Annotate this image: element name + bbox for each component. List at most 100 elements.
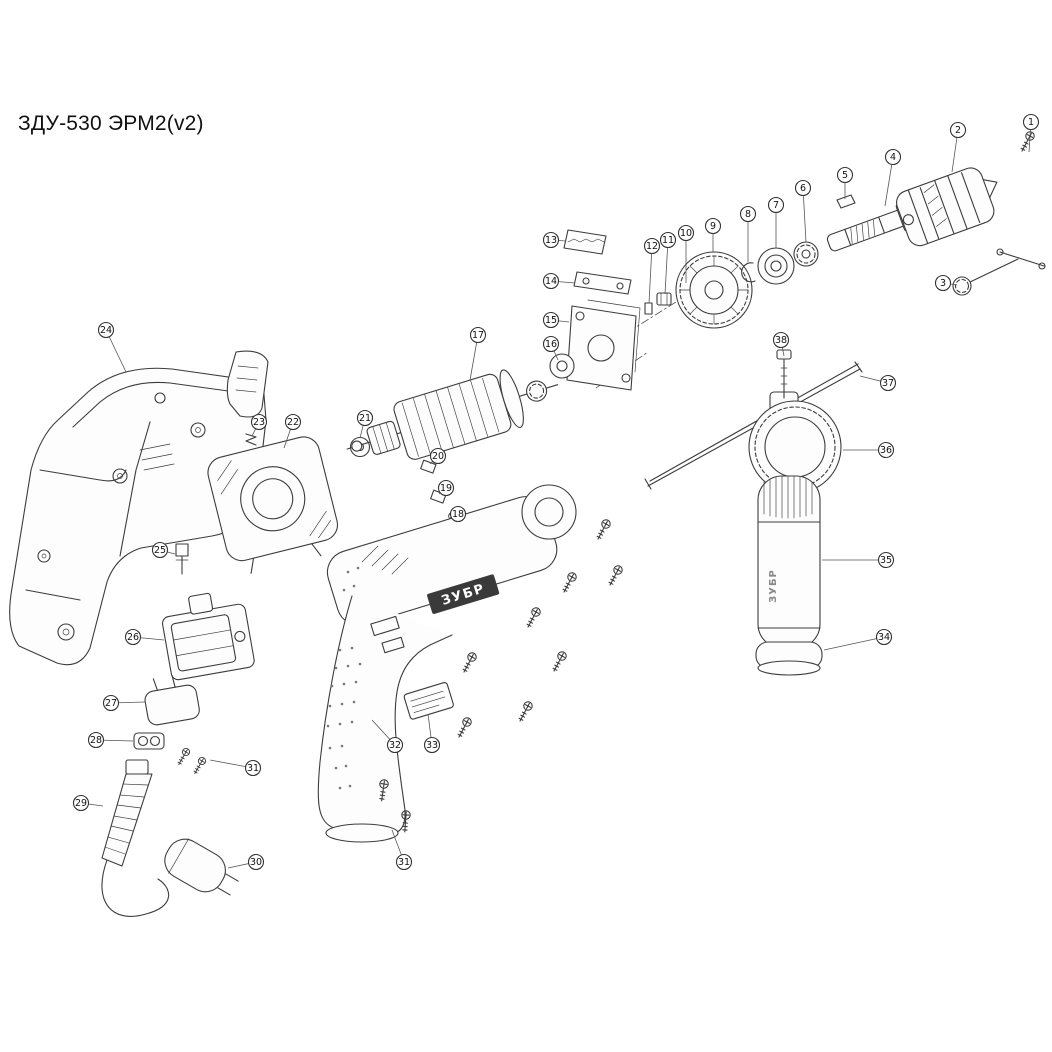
grip-texture-dots <box>326 566 362 790</box>
cord-guard <box>101 759 153 867</box>
grip-base <box>325 823 399 843</box>
callout-14: 14 <box>542 272 560 290</box>
chuck-screw <box>1017 129 1037 154</box>
page-title: ЗДУ-530 ЭРМ2(v2) <box>18 112 204 135</box>
callout-35: 35 <box>877 551 895 569</box>
svg-text:30: 30 <box>250 857 262 868</box>
callout-25: 25 <box>151 541 169 559</box>
svg-text:17: 17 <box>472 330 484 341</box>
main-gear-9 <box>675 251 753 329</box>
svg-text:6: 6 <box>800 183 806 194</box>
svg-text:18: 18 <box>452 509 464 520</box>
callout-32: 32 <box>386 736 404 754</box>
callout-27: 27 <box>102 694 120 712</box>
screw <box>523 605 543 630</box>
callout-11: 11 <box>659 231 677 249</box>
screw <box>559 570 579 595</box>
callout-29: 29 <box>72 794 90 812</box>
cable-clamp <box>133 732 165 750</box>
svg-text:14: 14 <box>545 276 557 287</box>
callout-leader-4 <box>884 156 894 207</box>
callout-22: 22 <box>284 413 302 431</box>
washer-16 <box>549 353 575 379</box>
bearing-7 <box>757 247 795 285</box>
callout-12: 12 <box>643 237 661 255</box>
callout-leader-6 <box>802 187 807 243</box>
svg-text:13: 13 <box>545 235 557 246</box>
callout-1: 1 <box>1022 113 1040 131</box>
brush-holder <box>175 543 189 575</box>
callout-leader-11 <box>664 239 669 295</box>
callout-7: 7 <box>767 196 785 214</box>
svg-text:37: 37 <box>882 378 894 389</box>
pin-12 <box>644 302 653 315</box>
armature-rotor <box>346 369 559 460</box>
stator <box>207 436 339 574</box>
callout-9: 9 <box>704 217 722 235</box>
callout-38: 38 <box>772 331 790 349</box>
svg-text:33: 33 <box>426 740 438 751</box>
svg-text:16: 16 <box>545 339 557 350</box>
svg-text:21: 21 <box>359 413 371 424</box>
spring-plate <box>573 271 632 295</box>
callout-37: 37 <box>879 374 897 392</box>
callout-34: 34 <box>875 628 893 646</box>
svg-text:15: 15 <box>545 315 557 326</box>
gear-case-bracket <box>566 299 641 391</box>
callout-19: 19 <box>437 479 455 497</box>
callout-15: 15 <box>542 311 560 329</box>
screw <box>593 517 613 542</box>
svg-text:20: 20 <box>432 451 444 462</box>
svg-text:24: 24 <box>100 325 112 336</box>
pistol-grip <box>317 595 453 834</box>
callout-31: 31 <box>395 853 413 871</box>
nameplate <box>403 681 454 720</box>
callout-20: 20 <box>429 447 447 465</box>
svg-text:35: 35 <box>880 555 892 566</box>
nut-11 <box>656 292 672 306</box>
svg-text:26: 26 <box>127 632 139 643</box>
screw <box>515 699 535 724</box>
callout-4: 4 <box>884 148 902 166</box>
callout-16: 16 <box>542 335 560 353</box>
svg-text:31: 31 <box>398 857 410 868</box>
svg-text:2: 2 <box>955 125 961 136</box>
svg-text:8: 8 <box>745 209 751 220</box>
ratchet-plate <box>563 229 607 255</box>
center-axis-lines <box>595 301 677 389</box>
callout-leader-34 <box>823 636 885 651</box>
svg-text:9: 9 <box>710 221 716 232</box>
gear-train <box>644 241 819 329</box>
callout-26: 26 <box>124 628 142 646</box>
svg-text:29: 29 <box>75 798 87 809</box>
callout-28: 28 <box>87 731 105 749</box>
handle-brand-label: ЗУБР <box>768 569 779 603</box>
svg-text:23: 23 <box>253 417 265 428</box>
svg-text:36: 36 <box>880 445 892 456</box>
svg-text:38: 38 <box>775 335 787 346</box>
svg-text:11: 11 <box>662 235 674 246</box>
circlip-8 <box>741 262 756 283</box>
svg-text:32: 32 <box>389 740 401 751</box>
switch <box>161 592 255 681</box>
callout-24: 24 <box>97 321 115 339</box>
screw <box>549 649 569 674</box>
callout-2: 2 <box>949 121 967 139</box>
side-handle-assembly: ЗУБР <box>644 349 863 676</box>
callout-31: 31 <box>244 759 262 777</box>
svg-text:28: 28 <box>90 735 102 746</box>
callout-18: 18 <box>449 505 467 523</box>
callout-23: 23 <box>250 413 268 431</box>
right-housing-half: ЗУБР <box>317 484 577 843</box>
screw <box>605 563 625 588</box>
pinion-6 <box>793 241 819 267</box>
woodruff-key <box>836 194 856 209</box>
callout-10: 10 <box>677 224 695 242</box>
callout-5: 5 <box>836 166 854 184</box>
spring-clip <box>245 433 257 446</box>
handle-grip: ЗУБР <box>757 475 821 649</box>
svg-text:31: 31 <box>247 763 259 774</box>
svg-text:19: 19 <box>440 483 452 494</box>
